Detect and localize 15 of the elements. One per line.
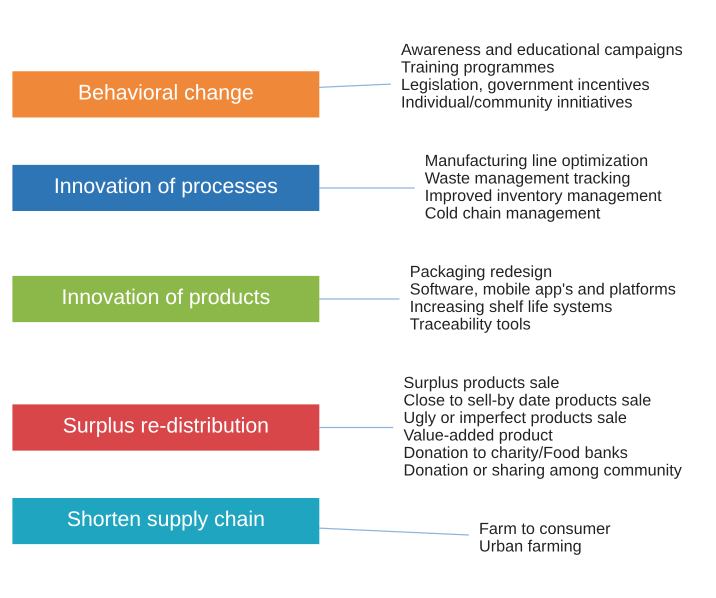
node-box: Innovation of products <box>12 276 320 322</box>
connector <box>318 298 400 300</box>
node-text: Surplus products sale Close to sell-by date products sale Ugly or imperfect products sale Value-added product Donation to charity/Food banks Donation or sharing among community <box>404 374 682 480</box>
node-box: Shorten supply chain <box>12 498 320 544</box>
node-text: Packaging redesign Software, mobile app's and platforms Increasing shelf life systems Traceability tools <box>410 263 676 334</box>
node-box: Behavioral change <box>12 71 320 118</box>
node-text: Farm to consumer Urban farming <box>479 520 610 556</box>
connector <box>318 83 391 88</box>
connector <box>318 426 394 428</box>
connector <box>318 187 415 189</box>
node-box: Innovation of processes <box>12 164 320 212</box>
node-box: Surplus re-distribution <box>12 404 320 451</box>
connector <box>318 527 469 536</box>
node-text: Manufacturing line optimization Waste management tracking Improved inventory management Cold chain management <box>424 152 662 222</box>
node-text: Awareness and educational campaigns Training programmes Legislation, government incentives Individual/community innitiatives <box>401 40 683 112</box>
